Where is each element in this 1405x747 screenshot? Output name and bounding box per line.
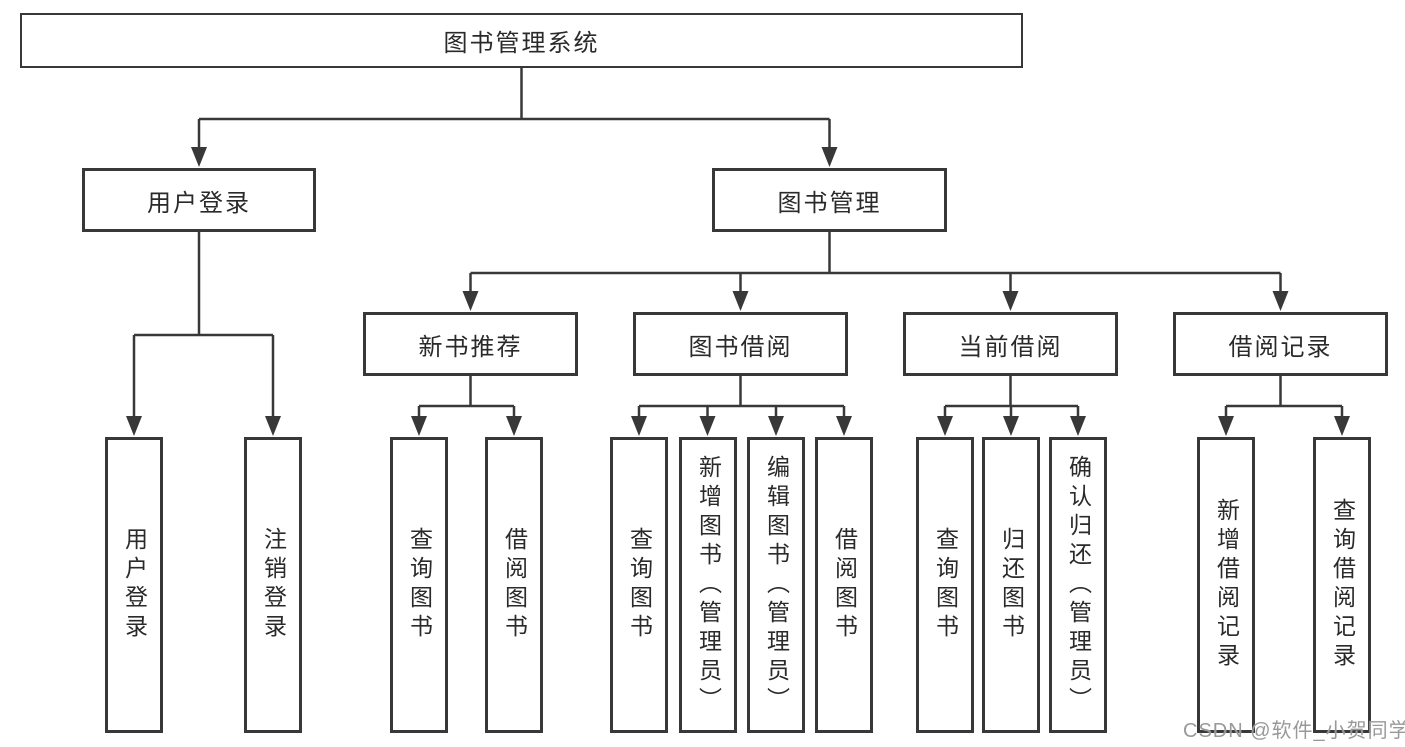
node-borrowing-records: 借阅记录: [1173, 312, 1388, 376]
leaf-confirm-return-admin: 确认归还（管理员）: [1049, 437, 1107, 733]
node-user-login: 用户登录: [82, 168, 316, 232]
leaf-recommend-query-books: 查询图书: [390, 437, 448, 733]
leaf-user-login: 用户登录: [105, 437, 163, 733]
watermark: CSDN @软件_小贺同学: [1183, 720, 1405, 742]
leaf-borrow-books: 借阅图书: [815, 437, 873, 733]
leaf-recommend-borrow-books: 借阅图书: [485, 437, 543, 733]
leaf-add-books-admin: 新增图书（管理员）: [679, 437, 737, 733]
node-book-borrowing: 图书借阅: [633, 312, 848, 376]
leaf-add-borrow-record: 新增借阅记录: [1197, 437, 1255, 733]
leaf-logout: 注销登录: [244, 437, 302, 733]
node-new-book-recommendation: 新书推荐: [363, 312, 578, 376]
leaf-borrowing-query-books: 查询图书: [610, 437, 668, 733]
node-book-management: 图书管理: [712, 168, 947, 232]
node-library-management-system: 图书管理系统: [20, 13, 1023, 68]
leaf-return-books: 归还图书: [982, 437, 1040, 733]
leaf-edit-books-admin: 编辑图书（管理员）: [747, 437, 805, 733]
leaf-current-query-books: 查询图书: [916, 437, 974, 733]
node-current-borrowing: 当前借阅: [903, 312, 1118, 376]
leaf-query-borrow-record: 查询借阅记录: [1313, 437, 1371, 733]
